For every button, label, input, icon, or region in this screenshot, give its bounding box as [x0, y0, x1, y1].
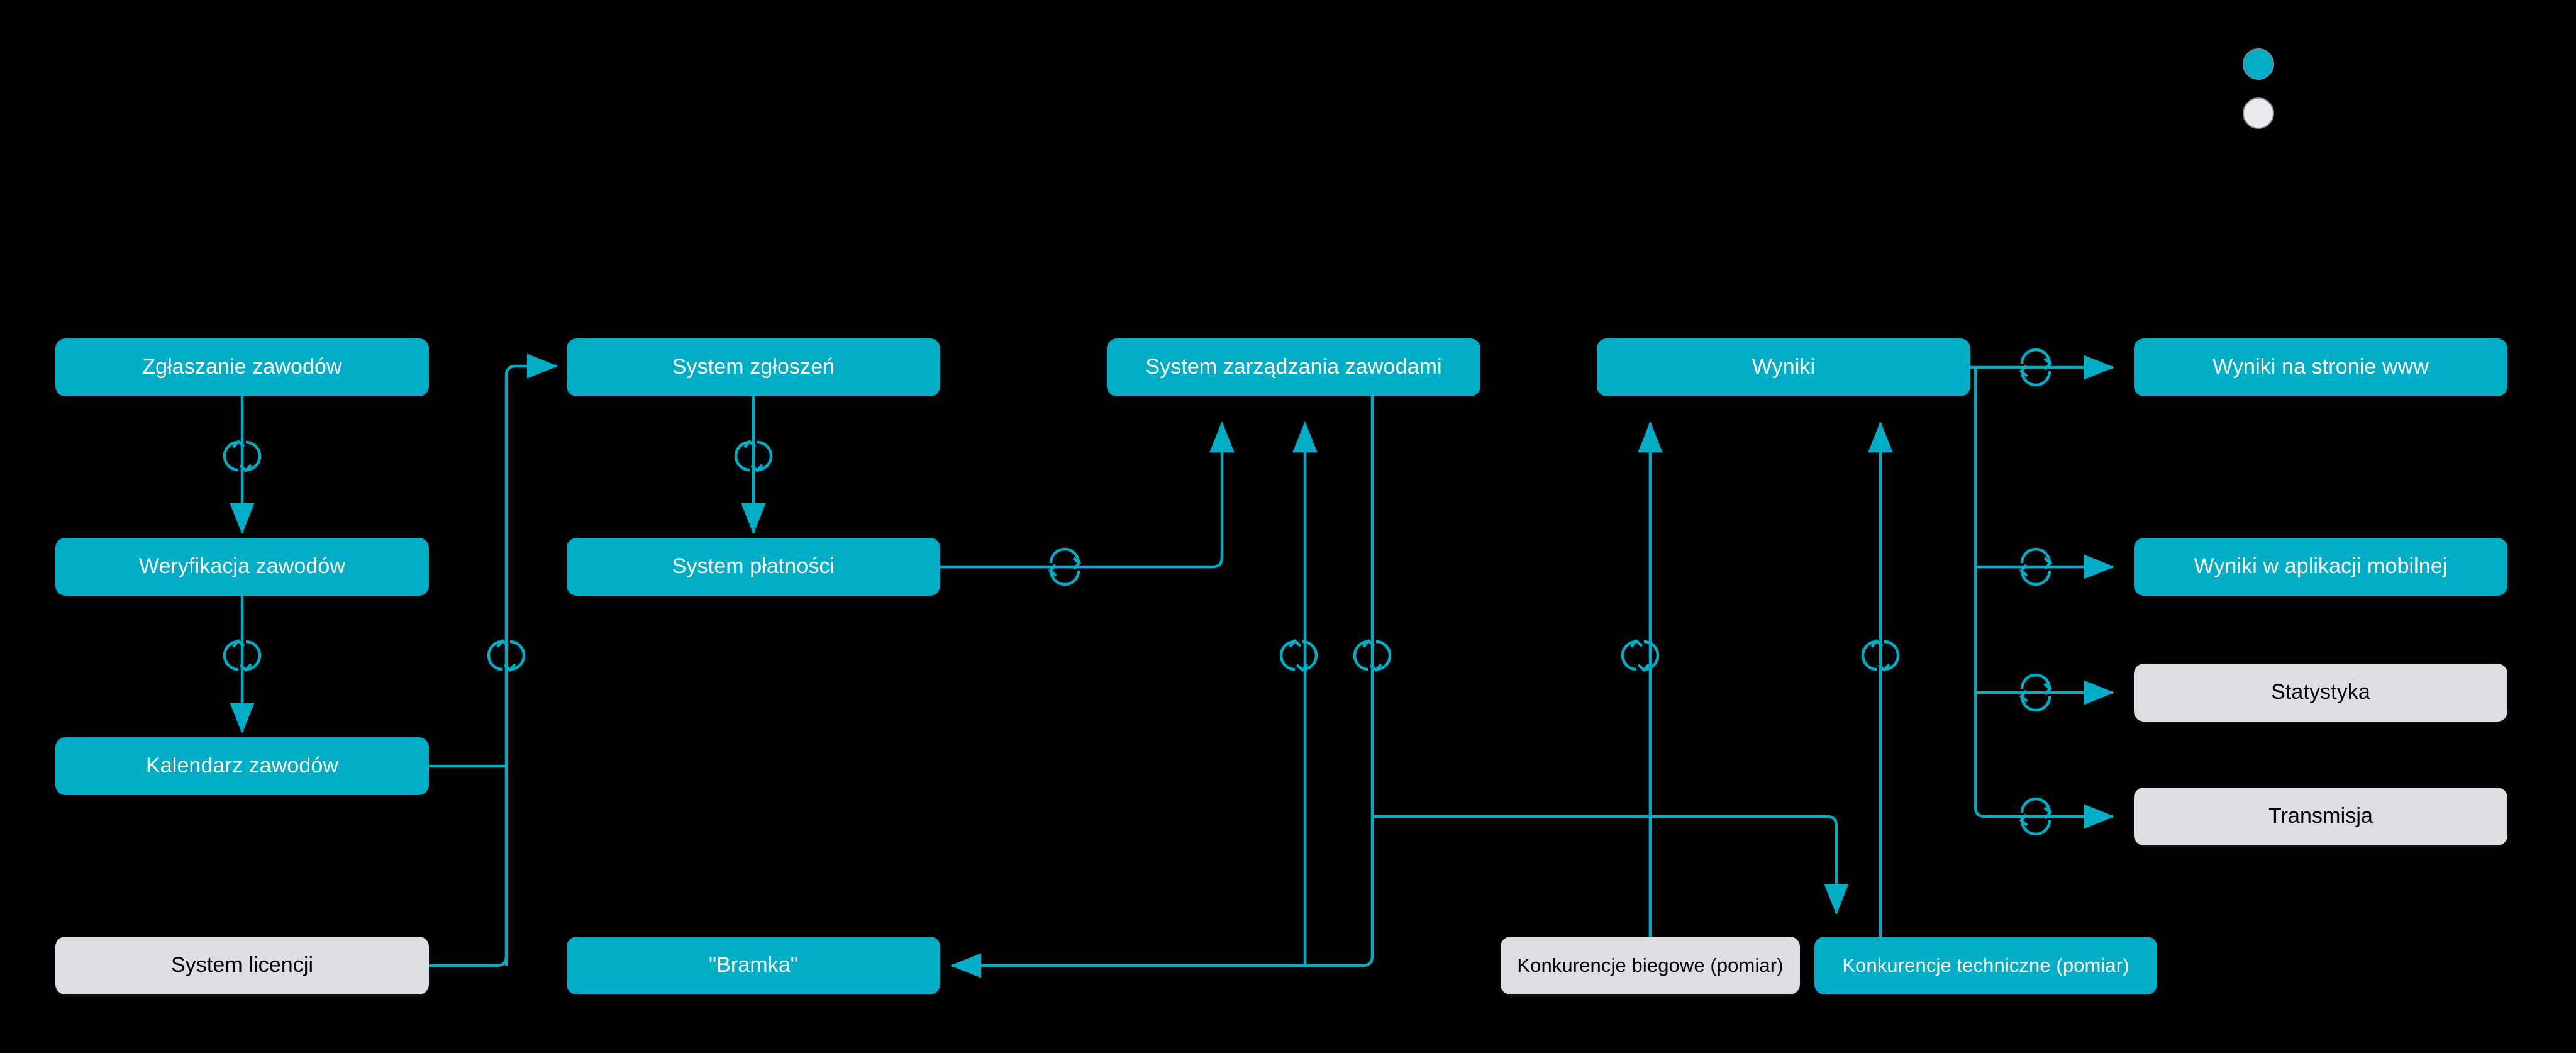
node-label: Weryfikacja zawodów	[138, 554, 346, 579]
edge-wyniki-bus-vert	[1974, 367, 2115, 829]
edge-zarzadzania-to-biegowe	[1372, 815, 1849, 915]
node-label: Wyniki w aplikacji mobilnej	[2194, 554, 2448, 579]
sync-icon	[1861, 638, 1900, 672]
legend-dot-accent	[2243, 48, 2274, 80]
node-bramka[interactable]: "Bramka"	[567, 937, 940, 994]
edge-zarzadzania-down-bus	[950, 396, 1374, 978]
node-system-zgloszen[interactable]: System zgłoszeń	[567, 338, 940, 396]
node-label: System zarządzania zawodami	[1145, 355, 1442, 379]
node-label: Statystyka	[2271, 680, 2370, 705]
node-transmisja[interactable]: Transmisja	[2134, 788, 2507, 845]
sync-icon	[487, 638, 526, 672]
node-wyniki-na-stronie-www[interactable]: Wyniki na stronie www	[2134, 338, 2507, 396]
node-label: System zgłoszeń	[672, 355, 835, 379]
node-system-licencji[interactable]: System licencji	[55, 937, 429, 994]
sync-icon	[2019, 673, 2053, 712]
sync-icon	[223, 638, 262, 672]
edge-licencji-bus	[429, 956, 508, 967]
legend-dot-neutral	[2243, 98, 2274, 129]
sync-icon	[223, 439, 262, 473]
sync-icon	[1048, 547, 1082, 586]
node-label: Kalendarz zawodów	[146, 754, 338, 778]
sync-icon	[2019, 797, 2053, 836]
sync-icon	[734, 439, 773, 473]
sync-icon	[1279, 638, 1318, 672]
node-system-platnosci[interactable]: System płatności	[567, 538, 940, 596]
node-label: Zgłaszanie zawodów	[142, 355, 342, 379]
sync-icon	[2019, 547, 2053, 586]
node-label: System licencji	[170, 953, 314, 978]
node-label: Transmisja	[2268, 804, 2373, 828]
node-label: Wyniki	[1752, 355, 1816, 379]
node-kalendarz-zawodow[interactable]: Kalendarz zawodów	[55, 737, 429, 795]
node-konkurencje-techniczne[interactable]: Konkurencje techniczne (pomiar)	[1814, 937, 2157, 994]
node-label: Konkurencje techniczne (pomiar)	[1842, 954, 2129, 977]
node-statystyka[interactable]: Statystyka	[2134, 664, 2507, 722]
node-wyniki-w-aplikacji-mobilnej[interactable]: Wyniki w aplikacji mobilnej	[2134, 538, 2507, 596]
node-zglaszanie-zawodow[interactable]: Zgłaszanie zawodów	[55, 338, 429, 396]
node-label: "Bramka"	[708, 953, 799, 978]
node-system-zarzadzania-zawodami[interactable]: System zarządzania zawodami	[1107, 338, 1480, 396]
sync-icon	[2019, 348, 2053, 387]
node-weryfikacja-zawodow[interactable]: Weryfikacja zawodów	[55, 538, 429, 596]
edge-bus-vertical	[504, 354, 558, 966]
node-label: Konkurencje biegowe (pomiar)	[1517, 954, 1784, 977]
sync-icon	[1621, 638, 1660, 672]
node-label: System płatności	[672, 554, 835, 579]
node-wyniki[interactable]: Wyniki	[1597, 338, 1970, 396]
edge-platnosci-to-zarzadzania	[940, 421, 1235, 569]
node-konkurencje-biegowe[interactable]: Konkurencje biegowe (pomiar)	[1501, 937, 1800, 994]
sync-icon	[1353, 638, 1392, 672]
node-label: Wyniki na stronie www	[2212, 355, 2429, 379]
